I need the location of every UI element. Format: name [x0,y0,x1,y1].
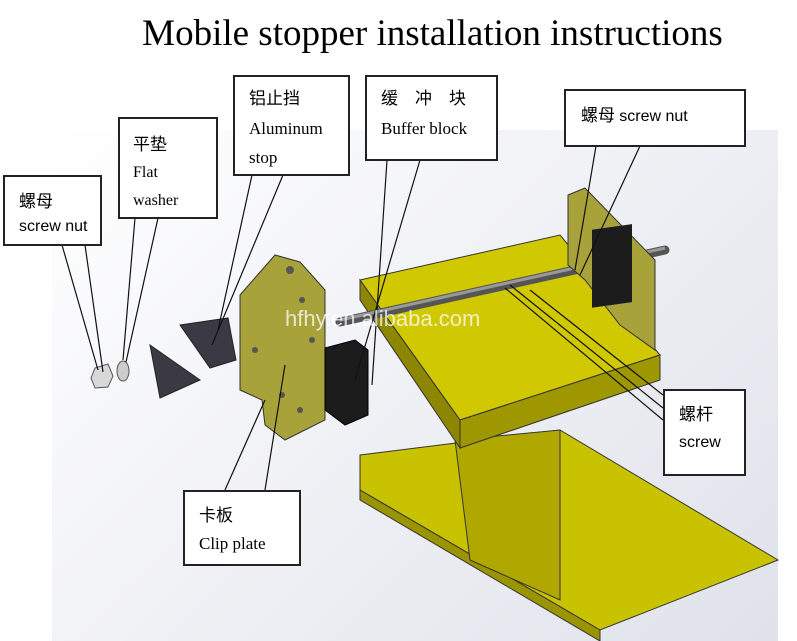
callout-flat-washer: 平垫 Flat washer [118,117,218,219]
callout-en: stop [249,148,278,167]
callout-clip-plate: 卡板 Clip plate [183,490,301,566]
callout-screw-nut-right: 螺母 screw nut [564,89,746,147]
page-title: Mobile stopper installation instructions [142,13,723,54]
callout-zh: 平垫 [133,135,167,155]
callout-buffer-block: 缓 冲 块 Buffer block [365,75,498,161]
callout-en: Aluminum [249,119,323,138]
callout-screw-nut-left: 螺母 screw nut [3,175,102,246]
left-buffer-block [324,339,369,426]
callout-en: screw nut [619,108,688,125]
callout-zh: 卡板 [199,506,233,526]
callout-en: screw [679,434,721,451]
callout-screw: 螺杆 screw [663,389,746,476]
right-buffer-block [592,224,632,308]
washer-left [116,360,130,382]
callout-en: Buffer block [381,119,468,138]
left-clip-plate [239,254,326,441]
callout-zh: 铝止挡 [249,89,300,109]
callout-zh: 螺母 [581,106,615,126]
callout-zh: 缓 冲 块 [381,89,466,109]
callout-en: washer [133,192,179,209]
watermark: hfhy.en.alibaba.com [285,306,481,331]
nut-left [90,363,114,389]
aluminum-stop-triangle [149,343,202,399]
aluminum-stop-wedge [179,317,237,369]
beam-web [454,429,561,601]
callout-zh: 螺母 [19,192,53,212]
callout-en: Clip plate [199,534,266,553]
callout-zh: 螺杆 [679,405,713,425]
callout-en: screw nut [19,218,88,235]
callout-aluminum-stop: 铝止挡 Aluminum stop [233,75,350,176]
callout-en: Flat [133,164,158,181]
